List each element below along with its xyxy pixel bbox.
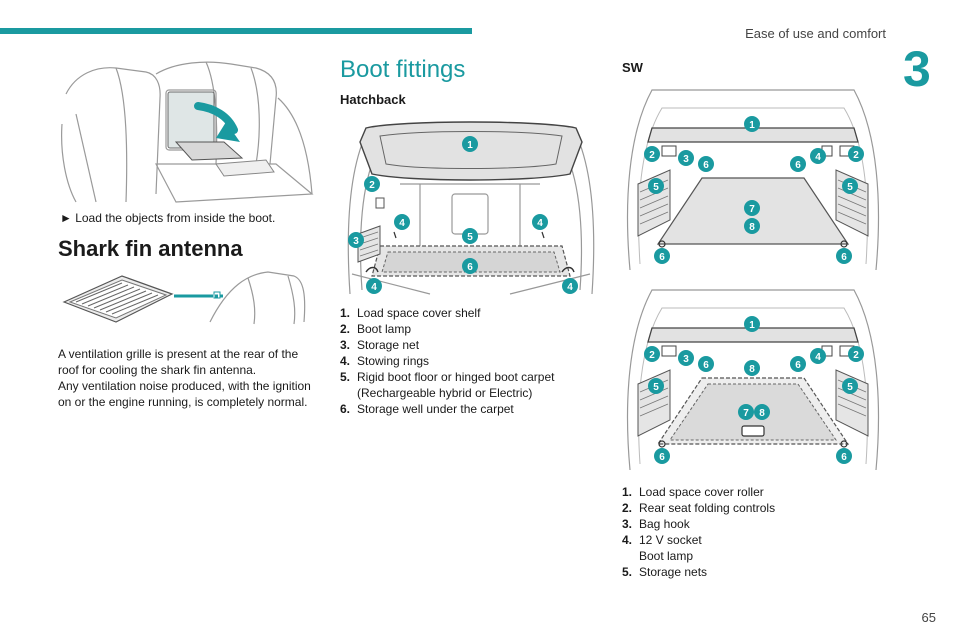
legend-item: 2.Boot lamp bbox=[340, 322, 412, 336]
sw2-label-4: 4 bbox=[815, 352, 821, 363]
sw1-label-4: 4 bbox=[815, 152, 821, 163]
hatchback-label-3: 3 bbox=[353, 236, 359, 247]
sw2-label-7: 7 bbox=[743, 408, 749, 419]
sw1-label-2b: 2 bbox=[853, 150, 859, 161]
hatchback-label-5: 5 bbox=[467, 232, 473, 243]
legend-item: 3.Bag hook bbox=[622, 517, 690, 531]
legend-item: 5.Storage nets bbox=[622, 565, 708, 579]
sw-boot-diagram-1: 1 2 2 3 4 5 5 6 6 6 6 7 8 bbox=[622, 84, 884, 274]
section-title: Ease of use and comfort bbox=[745, 26, 886, 41]
chapter-number: 3 bbox=[903, 41, 931, 97]
seat-instruction: ► Load the objects from inside the boot. bbox=[60, 211, 276, 225]
header-accent-bar bbox=[0, 28, 472, 34]
sw1-label-2a: 2 bbox=[649, 150, 655, 161]
sw2-label-5a: 5 bbox=[653, 382, 659, 393]
hatchback-label-4a: 4 bbox=[399, 218, 405, 229]
hatchback-label-4c: 4 bbox=[371, 282, 377, 293]
sw1-label-5a: 5 bbox=[653, 182, 659, 193]
sw1-label-8: 8 bbox=[749, 222, 755, 233]
shark-fin-title: Shark fin antenna bbox=[58, 236, 243, 261]
sw1-label-6c: 6 bbox=[659, 252, 665, 263]
rear-seat-illustration bbox=[56, 54, 318, 204]
legend-item: 5.Rigid boot floor or hinged boot carpet… bbox=[340, 370, 555, 400]
sw1-label-6a: 6 bbox=[703, 160, 709, 171]
sw2-label-8b: 8 bbox=[749, 364, 755, 375]
sw2-label-2a: 2 bbox=[649, 350, 655, 361]
sw-legend: 1.Load space cover roller 2.Rear seat fo… bbox=[622, 484, 862, 580]
sw1-label-6b: 6 bbox=[795, 160, 801, 171]
boot-fittings-title: Boot fittings bbox=[340, 56, 466, 83]
sw2-label-8a: 8 bbox=[759, 408, 765, 419]
hatchback-legend: 1.Load space cover shelf 2.Boot lamp 3.S… bbox=[340, 305, 580, 417]
sw-subtitle: SW bbox=[622, 60, 643, 75]
hatchback-subtitle: Hatchback bbox=[340, 92, 406, 107]
legend-item: 6.Storage well under the carpet bbox=[340, 402, 514, 416]
sw2-label-6c: 6 bbox=[659, 452, 665, 463]
sw-boot-diagram-2: 1 2 2 3 4 5 5 6 6 6 6 7 8 8 bbox=[622, 284, 884, 474]
sw2-label-1: 1 bbox=[749, 320, 755, 331]
hatchback-label-4d: 4 bbox=[567, 282, 573, 293]
sw1-label-5b: 5 bbox=[847, 182, 853, 193]
legend-item: 2.Rear seat folding controls bbox=[622, 501, 776, 515]
sw2-label-6b: 6 bbox=[795, 360, 801, 371]
shark-fin-paragraph-1: A ventilation grille is present at the r… bbox=[58, 347, 299, 377]
sw2-label-6a: 6 bbox=[703, 360, 709, 371]
legend-item: 3.Storage net bbox=[340, 338, 420, 352]
sw2-label-6d: 6 bbox=[841, 452, 847, 463]
sw1-label-7: 7 bbox=[749, 204, 755, 215]
sw1-label-1: 1 bbox=[749, 120, 755, 131]
shark-fin-paragraph-2: Any ventilation noise produced, with the… bbox=[58, 379, 311, 409]
page-number: 65 bbox=[921, 610, 936, 625]
sw1-label-3: 3 bbox=[683, 154, 689, 165]
hatchback-label-6: 6 bbox=[467, 262, 473, 273]
hatchback-label-2: 2 bbox=[369, 180, 375, 191]
hatchback-boot-diagram: 1 2 3 4 4 4 4 5 6 bbox=[340, 114, 602, 298]
hatchback-label-1: 1 bbox=[467, 140, 473, 151]
legend-item: 4.Stowing rings bbox=[340, 354, 430, 368]
hatchback-label-4b: 4 bbox=[537, 218, 543, 229]
legend-item: 1.Load space cover roller bbox=[622, 485, 764, 499]
sw1-label-6d: 6 bbox=[841, 252, 847, 263]
shark-fin-illustration bbox=[58, 266, 320, 330]
sw2-label-3: 3 bbox=[683, 354, 689, 365]
sw2-label-2b: 2 bbox=[853, 350, 859, 361]
legend-item: 1.Load space cover shelf bbox=[340, 306, 481, 320]
sw2-label-5b: 5 bbox=[847, 382, 853, 393]
